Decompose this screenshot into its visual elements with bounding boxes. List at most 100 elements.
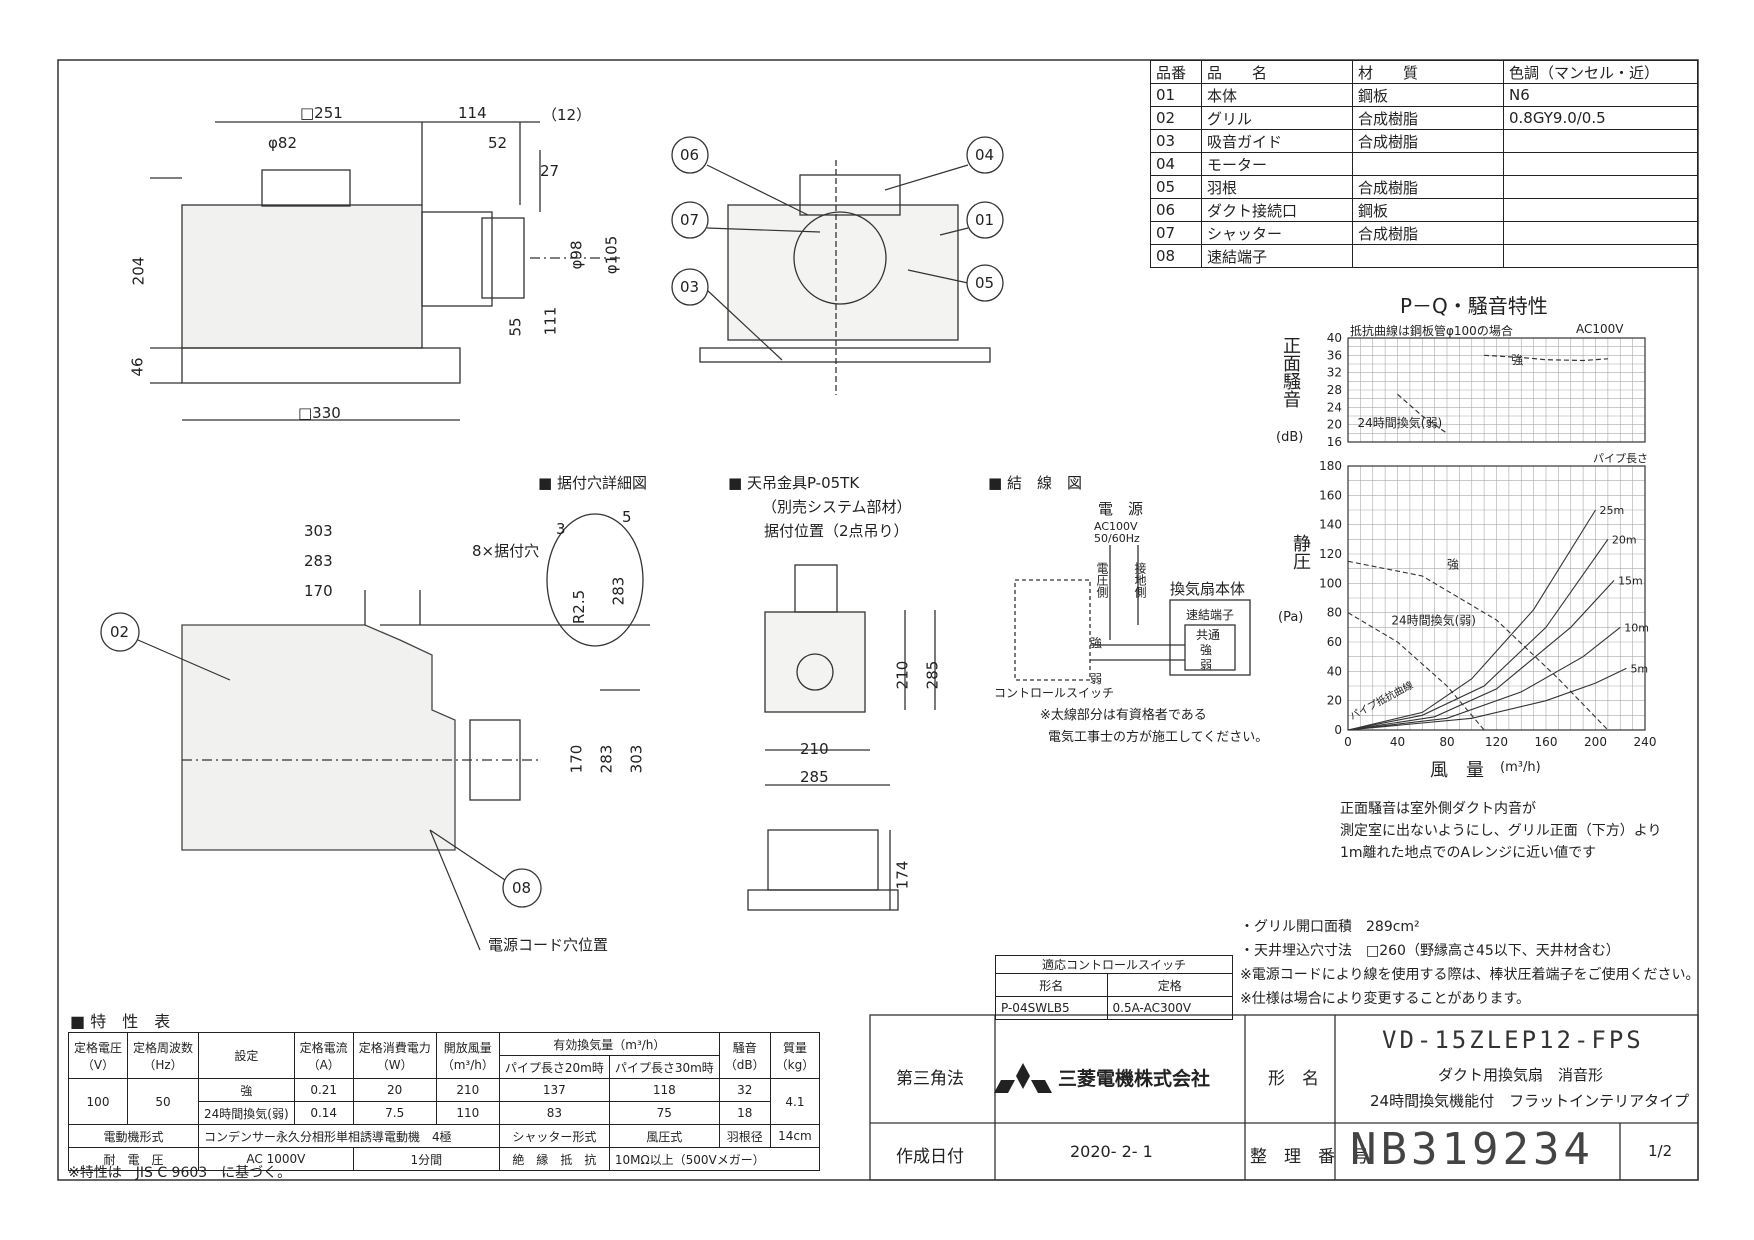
chart-voltage: AC100V <box>1576 322 1624 336</box>
chart-note-3: 1m離れた地点でのAレンジに近い値です <box>1340 845 1597 861</box>
chart-note-1: 正面騒音は室外側ダクト内音が <box>1340 801 1536 817</box>
noise-ytick-label: 28 <box>1327 383 1342 397</box>
pq-ytick-label: 40 <box>1327 664 1342 678</box>
pq-ytick-label: 0 <box>1334 723 1342 737</box>
noise-series-label: 24時間換気(弱) <box>1358 415 1443 430</box>
hanger-sub1: （別売システム部材） <box>762 498 912 516</box>
parts-header-material: 材 質 <box>1352 60 1504 84</box>
dim-46: 46 <box>128 357 147 377</box>
wiring-hz: 50/60Hz <box>1094 532 1140 545</box>
cord-hole-label: 電源コード穴位置 <box>488 936 609 954</box>
ref-label: 整 理 番 号 <box>1250 1147 1369 1167</box>
dim-phi82: φ82 <box>268 134 297 152</box>
pipe-resistance-curve <box>1347 538 1609 731</box>
projection-label: 第三角法 <box>896 1069 964 1089</box>
pq-ytick-label: 100 <box>1319 576 1342 590</box>
dim-303-v: 303 <box>627 744 646 774</box>
chart-note-2: 測定室に出ないようにし、グリル正面（下方）より <box>1340 823 1662 839</box>
spec-note-3: ※電源コードにより線を使用する際は、棒状圧着端子をご使用ください。 <box>1240 967 1700 983</box>
char-table: 定格電圧（V） 定格周波数（Hz） 設定 定格電流（A） 定格消費電力（W） 開… <box>67 1032 821 1171</box>
model-desc-2: 24時間換気機能付 フラットインテリアタイプ <box>1370 1092 1690 1110</box>
noise-ytick-label: 36 <box>1327 348 1342 362</box>
hanger-title: ■ 天吊金具P-05TK <box>728 474 860 492</box>
pq-yunit: (Pa) <box>1278 610 1304 625</box>
dim-52: 52 <box>488 134 508 152</box>
mitsubishi-logo-mark <box>994 1063 1052 1093</box>
noise-ytick-label: 40 <box>1327 331 1342 345</box>
noise-ylabel: 正面騒音 <box>1280 336 1301 408</box>
dim-210-h: 210 <box>800 740 829 758</box>
dim-285-v: 285 <box>923 660 942 690</box>
dim-204: 204 <box>129 256 148 286</box>
pipe-resistance-curve <box>1347 580 1615 731</box>
pipe-length-title: パイプ長さ <box>1593 452 1648 465</box>
noise-ytick-label: 16 <box>1327 435 1342 449</box>
noise-yunit: (dB) <box>1276 430 1304 445</box>
wiring-switch: コントロールスイッチ <box>994 686 1115 700</box>
fan-performance-curve <box>1347 560 1609 731</box>
callout-04: 04 <box>975 146 995 164</box>
chart-note: 抵抗曲線は鋼板管φ100の場合 <box>1350 324 1513 338</box>
wiring-common: 共通 <box>1196 628 1221 642</box>
date-label: 作成日付 <box>896 1147 964 1167</box>
pipe-length-label: 15m <box>1618 574 1643 587</box>
callout-05: 05 <box>975 274 995 292</box>
pq-xunit: (m³/h) <box>1500 760 1541 775</box>
model-desc-1: ダクト用換気扇 消音形 <box>1438 1066 1604 1084</box>
dim-27: 27 <box>540 162 560 180</box>
mount-detail-title: ■ 据付穴詳細図 <box>538 474 647 492</box>
pq-xtick-label: 200 <box>1584 735 1607 749</box>
noise-panel-frame <box>1347 337 1646 443</box>
pq-ytick-label: 140 <box>1319 518 1342 532</box>
pipe-length-label: 25m <box>1600 504 1625 517</box>
pq-xtick-label: 240 <box>1634 735 1657 749</box>
dim-3: 3 <box>556 520 566 538</box>
fan-performance-curve <box>1347 612 1485 731</box>
wiring-terminal: 速結端子 <box>1186 608 1235 622</box>
dim-5: 5 <box>622 508 632 526</box>
page-number: 1/2 <box>1648 1142 1673 1160</box>
noise-ytick-label: 24 <box>1327 400 1342 414</box>
table-row: 100 50 強 0.21 20 210 137 118 32 4.1 <box>67 1078 821 1125</box>
dim-303: 303 <box>304 522 333 540</box>
wiring-strong: 強 <box>1200 643 1213 657</box>
pq-ytick-label: 20 <box>1327 694 1342 708</box>
dim-285-h: 285 <box>800 768 829 786</box>
noise-series-label: 強 <box>1511 353 1523 367</box>
pipe-length-label: 5m <box>1630 662 1648 675</box>
spec-note-2: ・天井埋込穴寸法 □260（野縁高さ45以下、天井材含む） <box>1240 943 1620 959</box>
callout-08: 08 <box>512 879 532 897</box>
pipe-resistance-curve <box>1347 626 1621 731</box>
pq-xtick-label: 80 <box>1439 735 1454 749</box>
mount-holes-label: 8×据付穴 <box>472 542 540 560</box>
dim-251: □251 <box>300 104 343 122</box>
spec-note-4: ※仕様は場合により変更することがあります。 <box>1240 991 1531 1007</box>
wiring-switch-strong: 強 <box>1090 636 1103 650</box>
noise-series-line <box>1397 393 1448 434</box>
wiring-switch-weak: 弱 <box>1090 672 1103 686</box>
wiring-volt-side: 電圧側 <box>1095 562 1109 598</box>
dim-330: □330 <box>298 404 341 422</box>
char-footnote: ※特性は JIS C 9603 に基づく。 <box>68 1165 292 1181</box>
dim-170: 170 <box>304 582 333 600</box>
dim-111: 111 <box>541 306 560 336</box>
spec-note-1: ・グリル開口面積 289cm² <box>1240 919 1420 935</box>
dim-12: （12） <box>542 106 592 124</box>
parts-header-no: 品番 <box>1150 60 1202 84</box>
pq-xtick-label: 120 <box>1485 735 1508 749</box>
char-table-title: ■ 特 性 表 <box>70 1012 171 1031</box>
pq-xtick-label: 0 <box>1344 735 1352 749</box>
noise-ytick-label: 32 <box>1327 366 1342 380</box>
pq-ytick-label: 80 <box>1327 606 1342 620</box>
